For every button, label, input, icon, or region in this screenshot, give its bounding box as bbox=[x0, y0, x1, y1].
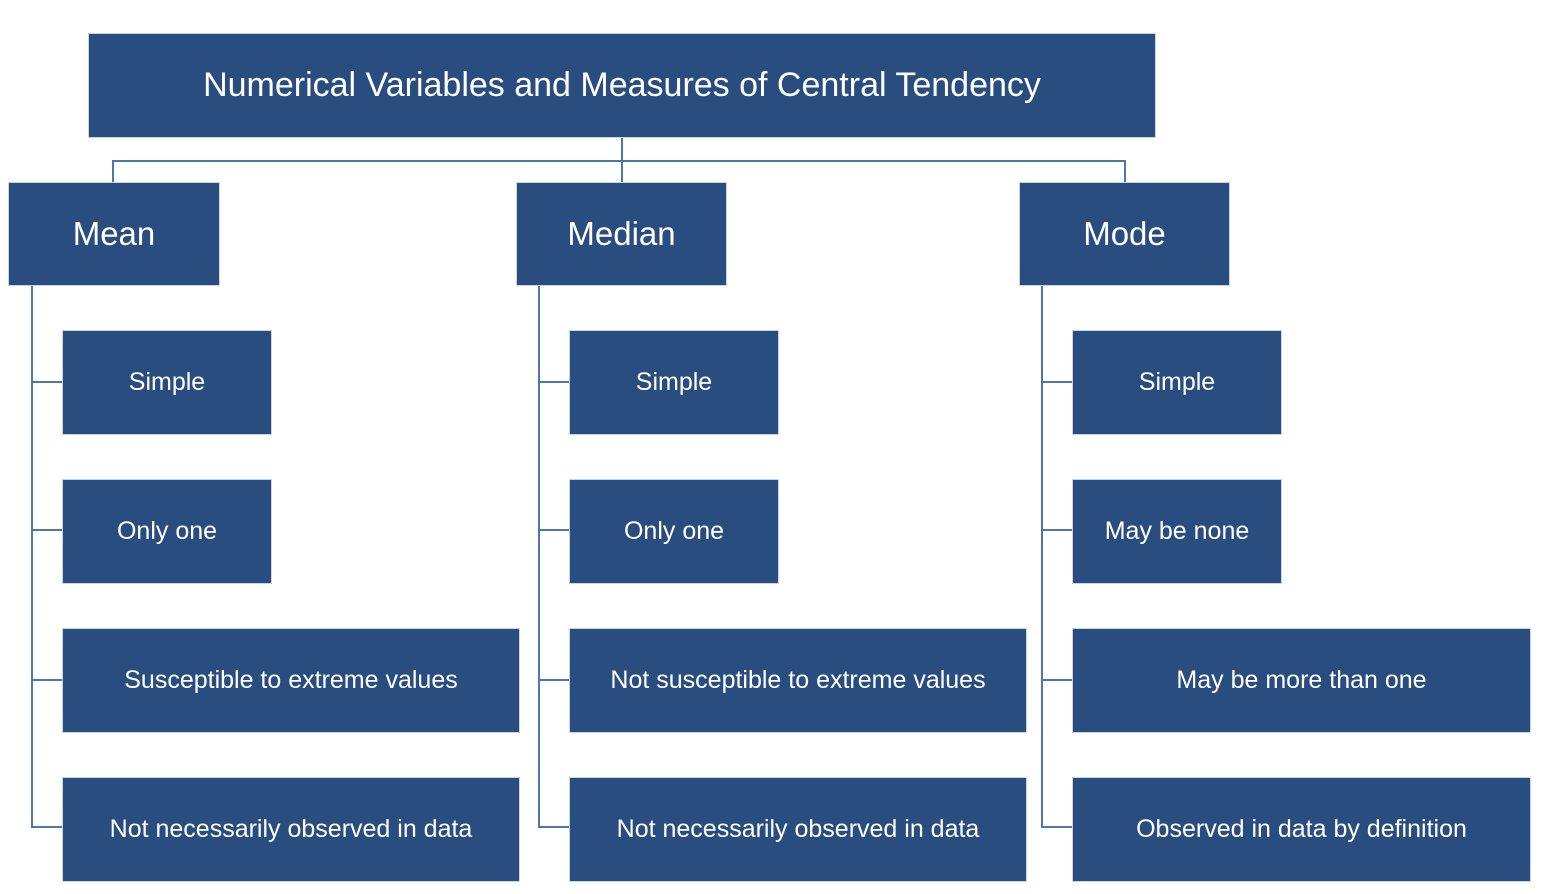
connector-mode-spine bbox=[1041, 286, 1043, 828]
connector-mode-stub-3 bbox=[1041, 679, 1073, 681]
branch-node-mean[interactable]: Mean bbox=[8, 182, 220, 286]
branch-node-median-label: Median bbox=[567, 215, 676, 253]
connector-mode-stub-1 bbox=[1041, 381, 1073, 383]
connector-mean-stub-2 bbox=[31, 529, 63, 531]
leaf-node-mean-4[interactable]: Not necessarily observed in data bbox=[62, 777, 520, 882]
leaf-node-mean-3-label: Susceptible to extreme values bbox=[124, 666, 458, 695]
root-node-title[interactable]: Numerical Variables and Measures of Cent… bbox=[88, 33, 1156, 138]
leaf-node-mean-1-label: Simple bbox=[128, 368, 206, 397]
leaf-node-median-1[interactable]: Simple bbox=[569, 330, 779, 435]
connector-to-median bbox=[621, 160, 623, 182]
connector-mode-stub-4 bbox=[1041, 826, 1073, 828]
connector-mean-stub-4 bbox=[31, 826, 63, 828]
leaf-node-median-1-label: Simple bbox=[635, 368, 713, 397]
connector-to-mean bbox=[112, 160, 114, 182]
connector-mean-stub-1 bbox=[31, 381, 63, 383]
branch-node-mode-label: Mode bbox=[1083, 215, 1166, 253]
leaf-node-mode-4-label: Observed in data by definition bbox=[1136, 815, 1467, 844]
leaf-node-median-3[interactable]: Not susceptible to extreme values bbox=[569, 628, 1027, 733]
connector-root-stem bbox=[621, 138, 623, 162]
connector-median-stub-3 bbox=[538, 679, 570, 681]
connector-median-stub-1 bbox=[538, 381, 570, 383]
leaf-node-mode-2-label: May be none bbox=[1104, 517, 1250, 546]
leaf-node-mode-3[interactable]: May be more than one bbox=[1072, 628, 1531, 733]
leaf-node-mean-1[interactable]: Simple bbox=[62, 330, 272, 435]
branch-node-mode[interactable]: Mode bbox=[1019, 182, 1230, 286]
leaf-node-mode-1-label: Simple bbox=[1138, 368, 1216, 397]
leaf-node-mode-3-label: May be more than one bbox=[1176, 666, 1427, 695]
branch-node-mean-label: Mean bbox=[72, 215, 156, 253]
branch-node-median[interactable]: Median bbox=[516, 182, 727, 286]
leaf-node-median-4[interactable]: Not necessarily observed in data bbox=[569, 777, 1027, 882]
leaf-node-mean-3[interactable]: Susceptible to extreme values bbox=[62, 628, 520, 733]
connector-to-mode bbox=[1124, 160, 1126, 182]
leaf-node-median-2[interactable]: Only one bbox=[569, 479, 779, 584]
leaf-node-mean-2-label: Only one bbox=[116, 517, 218, 546]
leaf-node-median-3-label: Not susceptible to extreme values bbox=[610, 666, 986, 695]
leaf-node-mode-2[interactable]: May be none bbox=[1072, 479, 1282, 584]
connector-mean-stub-3 bbox=[31, 679, 63, 681]
connector-mode-stub-2 bbox=[1041, 529, 1073, 531]
leaf-node-median-2-label: Only one bbox=[623, 517, 725, 546]
leaf-node-mean-4-label: Not necessarily observed in data bbox=[109, 815, 473, 844]
connector-mean-spine bbox=[31, 286, 33, 828]
connector-root-bus bbox=[112, 160, 1126, 162]
connector-median-stub-2 bbox=[538, 529, 570, 531]
connector-median-stub-4 bbox=[538, 826, 570, 828]
leaf-node-median-4-label: Not necessarily observed in data bbox=[616, 815, 980, 844]
leaf-node-mean-2[interactable]: Only one bbox=[62, 479, 272, 584]
leaf-node-mode-4[interactable]: Observed in data by definition bbox=[1072, 777, 1531, 882]
connector-median-spine bbox=[538, 286, 540, 828]
leaf-node-mode-1[interactable]: Simple bbox=[1072, 330, 1282, 435]
root-node-label: Numerical Variables and Measures of Cent… bbox=[203, 65, 1041, 104]
